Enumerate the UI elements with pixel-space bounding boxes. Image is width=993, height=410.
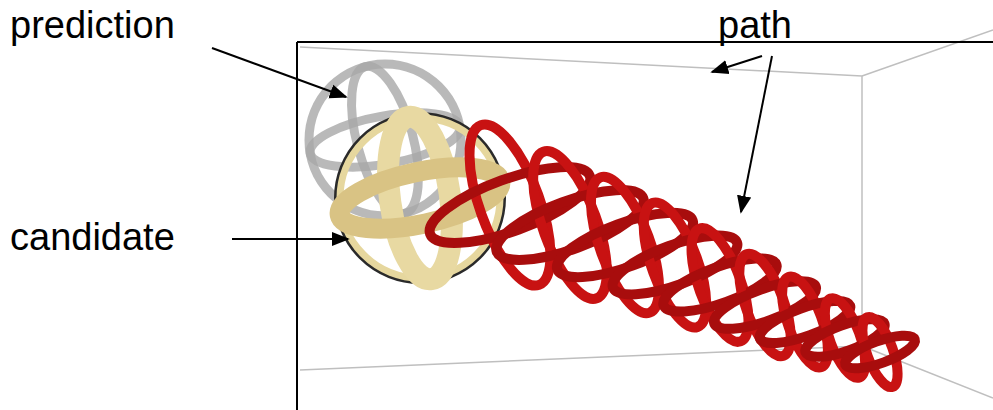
leader-arrow — [712, 56, 762, 72]
leader-lines — [212, 48, 772, 239]
band — [379, 113, 461, 284]
leader-arrow — [741, 56, 772, 212]
leader-arrow — [232, 238, 348, 240]
frame-line — [296, 42, 298, 410]
callout-label: path — [718, 4, 792, 48]
leader-arrow — [212, 48, 346, 97]
room-outline — [300, 30, 993, 398]
wall-edge — [862, 30, 993, 76]
ring-pair — [833, 305, 928, 400]
path-rings — [401, 96, 927, 399]
wall-edge — [861, 76, 863, 346]
ring — [841, 329, 918, 375]
callout-label: prediction — [10, 4, 175, 48]
frame-line — [297, 41, 993, 43]
wall-edge — [862, 346, 993, 398]
frame — [297, 42, 993, 410]
callout-label: candidate — [10, 216, 175, 260]
